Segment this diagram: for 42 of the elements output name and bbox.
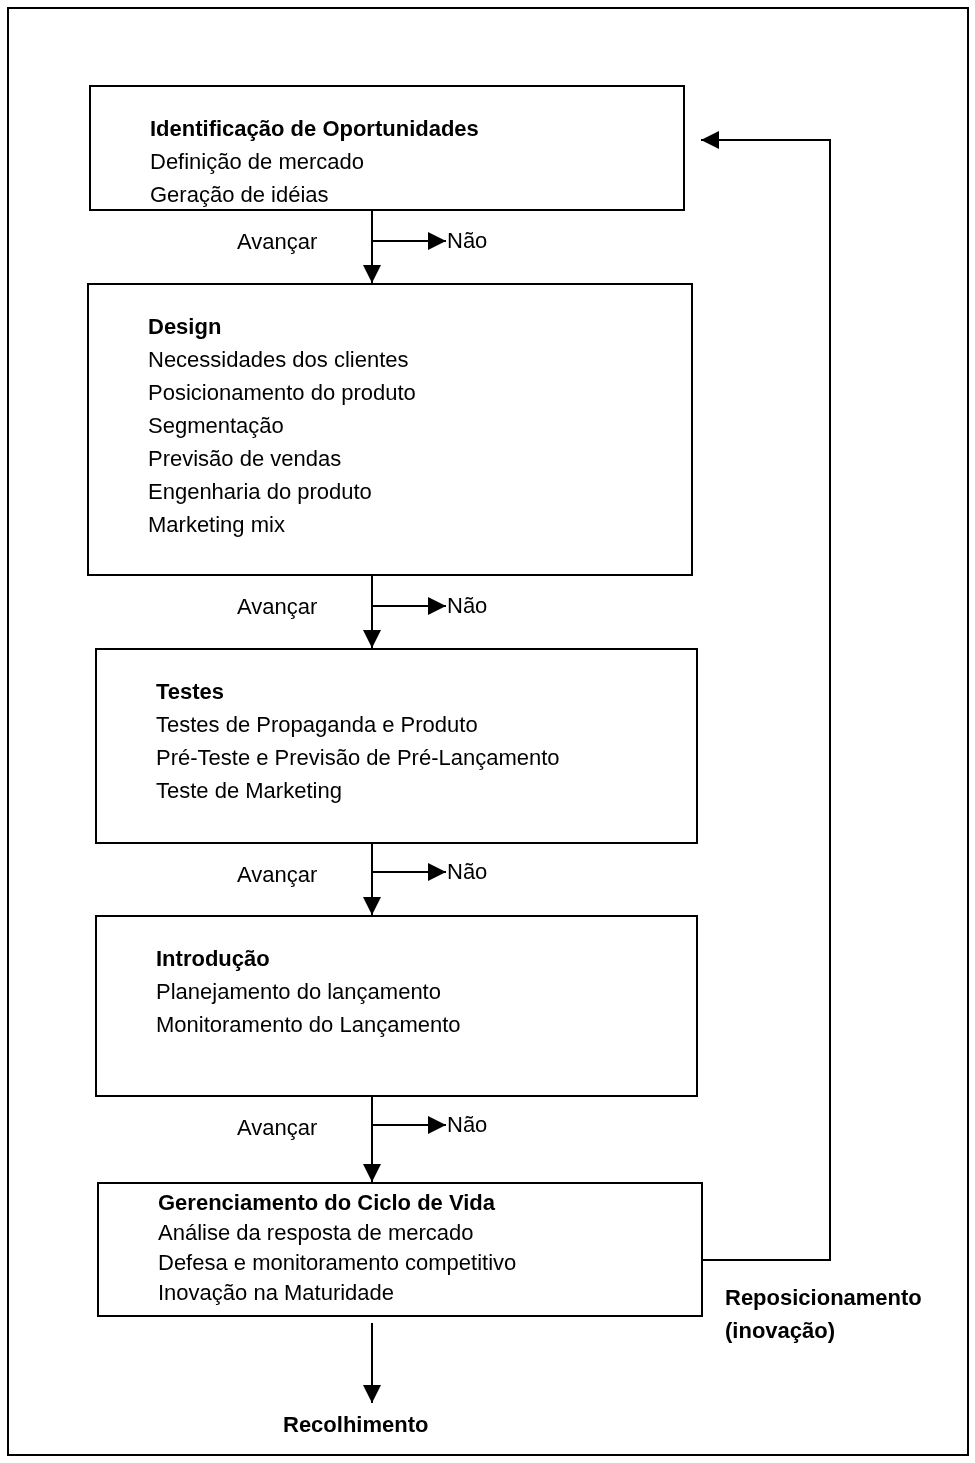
box-item: Previsão de vendas	[148, 445, 342, 473]
arrow	[371, 575, 447, 615]
box-item: Planejamento do lançamento	[156, 978, 441, 1006]
box-item: Necessidades dos clientes	[148, 346, 409, 374]
box-heading: Gerenciamento do Ciclo de Vida	[158, 1189, 495, 1217]
edge-label: Avançar	[237, 1114, 318, 1142]
arrow	[371, 843, 447, 881]
branch-label: Não	[447, 858, 488, 886]
edge-label: Avançar	[237, 228, 318, 256]
box-item: Segmentação	[148, 412, 284, 440]
box-item: Definição de mercado	[150, 148, 364, 176]
arrow	[371, 210, 447, 250]
box-item: Posicionamento do produto	[148, 379, 416, 407]
box-item: Testes de Propaganda e Produto	[156, 711, 478, 739]
box-heading: Introdução	[156, 945, 270, 973]
box-item: Marketing mix	[148, 511, 285, 539]
edge-label: Avançar	[237, 593, 318, 621]
arrow	[700, 131, 831, 1261]
arrow	[363, 1322, 381, 1404]
outcome-label: Recolhimento	[283, 1411, 429, 1439]
box-item: Teste de Marketing	[156, 777, 342, 805]
box-heading: Testes	[156, 678, 225, 706]
box-item: Monitoramento do Lançamento	[156, 1011, 461, 1039]
branch-label: Não	[447, 227, 488, 255]
branch-label: Não	[447, 1111, 488, 1139]
process-box	[89, 85, 685, 211]
arrow	[371, 1096, 447, 1134]
process-box	[95, 915, 698, 1097]
box-item: Inovação na Maturidade	[158, 1279, 395, 1307]
branch-label: Não	[447, 592, 488, 620]
box-heading: Design	[148, 313, 222, 341]
box-item: Pré-Teste e Previsão de Pré-Lançamento	[156, 744, 560, 772]
box-heading: Identificação de Oportunidades	[150, 115, 479, 143]
process-box	[97, 1182, 703, 1317]
edge-label: Reposicionamento (inovação)	[725, 1284, 923, 1345]
process-box	[87, 283, 693, 576]
box-item: Geração de idéias	[150, 181, 329, 209]
box-item: Engenharia do produto	[148, 478, 372, 506]
box-item: Análise da resposta de mercado	[158, 1219, 474, 1247]
edge-label: Avançar	[237, 861, 318, 889]
box-item: Defesa e monitoramento competitivo	[158, 1249, 517, 1277]
process-box	[95, 648, 698, 844]
